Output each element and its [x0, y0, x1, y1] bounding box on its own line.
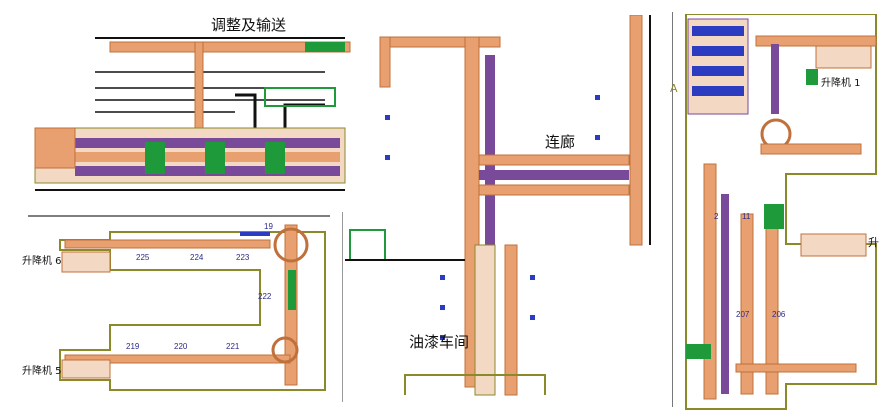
station-219: 219	[126, 342, 140, 351]
label-corridor: 连廊	[545, 133, 576, 151]
label-lift6: 升降机 6	[22, 256, 62, 267]
label-lift5: 升降机 5	[22, 366, 62, 377]
label-lift1: 升降机 1	[821, 78, 861, 89]
station-220: 220	[174, 342, 188, 351]
divider-right	[672, 12, 673, 407]
panel-corridor-paint: 连廊 油漆车间	[345, 15, 660, 410]
station-225: 225	[136, 253, 150, 262]
station-19: 19	[264, 222, 273, 231]
corridor-paint-layout	[345, 15, 651, 396]
panel-right-lifts: 升降机 1 升 A 206 207 11 2	[670, 14, 884, 410]
panel-adjust-transport: 调整及输送	[25, 10, 355, 200]
label-adjust-transport: 调整及输送	[211, 16, 287, 34]
station-224: 224	[190, 253, 204, 262]
station-11: 11	[742, 212, 751, 221]
panel-lift-loop: 升降机 6 升降机 5 225 224 223 222 219 220 221 …	[0, 210, 335, 405]
divider-left	[342, 212, 343, 402]
label-right-letter: A	[670, 82, 678, 95]
adjust-transport-layout	[34, 37, 351, 191]
right-lifts-layout	[685, 14, 877, 410]
label-right-cut: 升	[868, 236, 879, 249]
station-221: 221	[226, 342, 240, 351]
station-223: 223	[236, 253, 250, 262]
station-207: 207	[736, 310, 750, 319]
lift-loop-layout	[28, 215, 330, 391]
station-206: 206	[772, 310, 786, 319]
label-paint-shop: 油漆车间	[409, 333, 470, 351]
station-2: 2	[714, 212, 719, 221]
station-222: 222	[258, 292, 272, 301]
